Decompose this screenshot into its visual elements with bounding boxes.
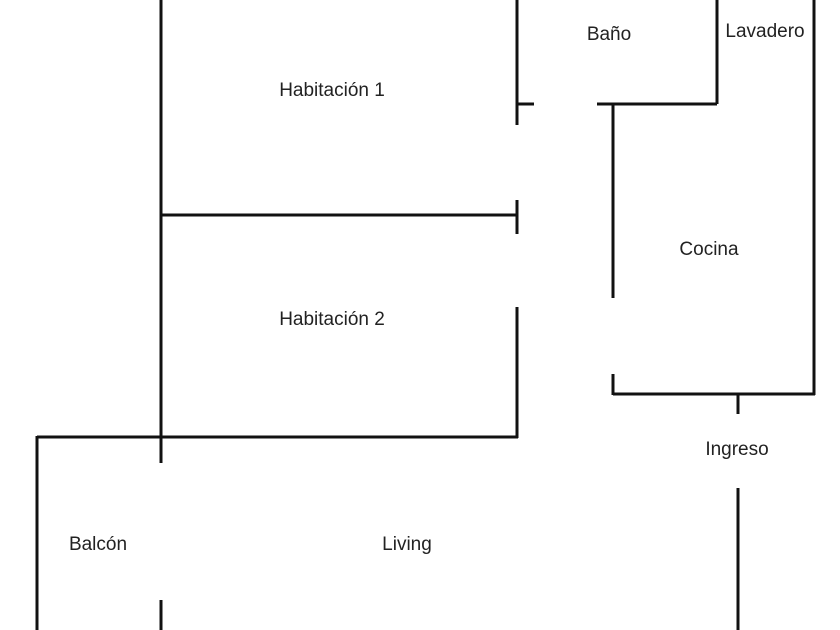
- label-habitacion-1: Habitación 1: [279, 80, 385, 101]
- label-lavadero: Lavadero: [725, 21, 805, 42]
- label-bano: Baño: [586, 24, 632, 45]
- label-cocina: Cocina: [679, 239, 739, 260]
- label-habitacion-2: Habitación 2: [279, 309, 385, 330]
- label-ingreso: Ingreso: [705, 439, 769, 460]
- label-living: Living: [382, 534, 432, 555]
- label-balcon: Balcón: [68, 534, 128, 555]
